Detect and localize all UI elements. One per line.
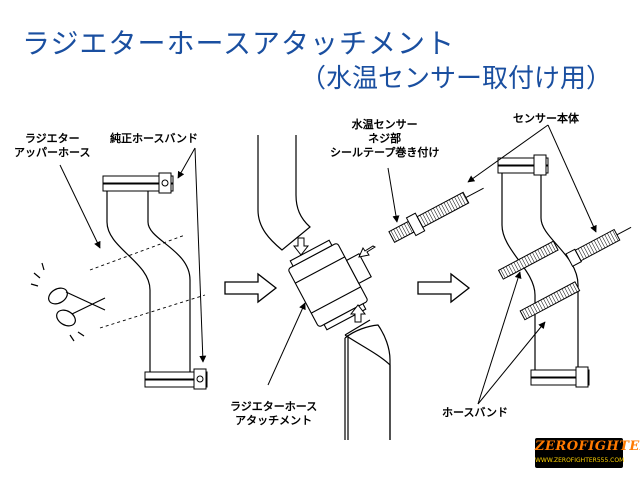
leaders-left: [59, 147, 207, 363]
installed-attachment-bands: [497, 240, 581, 321]
upper-hose-original: [106, 185, 191, 385]
leaders-mid: [267, 167, 400, 386]
brand-name: ZEROFIGHTER: [535, 439, 640, 454]
hose-band-top: [497, 154, 549, 176]
upper-hose-installed: [501, 165, 579, 385]
leaders-right: [467, 124, 597, 405]
oem-hose-band-bottom: [144, 368, 208, 390]
scissors-icon: [30, 262, 106, 342]
page-title: ラジエターホースアタッチメント: [22, 27, 456, 60]
brand-url: WWW.ZEROFIGHTER555.COM: [535, 457, 625, 464]
hose-band-bottom: [530, 366, 590, 388]
process-arrow-1: [224, 272, 278, 304]
water-temp-sensor-exploded: [388, 187, 484, 243]
label-sensor-thread: 水温センサー ネジ部 シールテープ巻き付け: [330, 118, 440, 159]
assembly-arrows-mid: [292, 237, 377, 323]
lower-hose-cut-outline: [344, 324, 391, 440]
lower-hose-cut-piece: [344, 319, 391, 440]
label-oem-hose-band: 純正ホースバンド: [110, 132, 198, 145]
label-sensor-body: センサー本体: [513, 112, 579, 125]
cut-lines: [89, 234, 206, 329]
upper-hose-cut-piece: [257, 135, 311, 251]
label-upper-hose: ラジエター アッパーホース: [14, 132, 91, 159]
label-hose-band: ホースバンド: [442, 406, 508, 419]
water-temp-sensor-installed: [565, 226, 632, 268]
label-attachment: ラジエターホース アタッチメント: [230, 400, 318, 427]
page-subtitle: （水温センサー取付け用）: [300, 64, 613, 94]
oem-hose-band-top: [102, 172, 174, 194]
radiator-hose-attachment: [288, 239, 372, 331]
process-arrow-2: [417, 272, 471, 304]
brand-logo: ZEROFIGHTER WWW.ZEROFIGHTER555.COM: [535, 438, 640, 468]
